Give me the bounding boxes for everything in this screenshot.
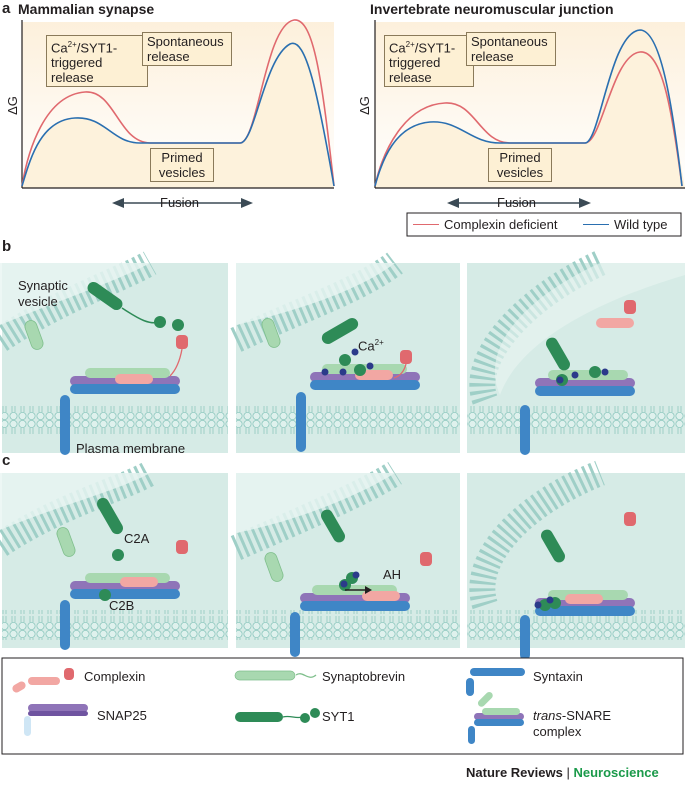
left-wildtype-fill xyxy=(22,40,334,189)
right-wildtype-curve xyxy=(374,29,683,187)
key-icons xyxy=(12,668,525,744)
legend-complexin-swatch xyxy=(413,224,439,225)
complexin-molecules xyxy=(169,300,636,566)
plasma-membranes xyxy=(2,405,685,640)
right-fusion-arrow-left xyxy=(447,198,459,208)
legend-wildtype-swatch xyxy=(583,224,609,225)
right-fusion-label: Fusion xyxy=(497,195,537,210)
panel-a-left-title: Mammalian synapse xyxy=(18,1,155,17)
synaptobrevin-tmds xyxy=(24,318,284,582)
ah-label: AH xyxy=(383,567,402,582)
key-box xyxy=(1,657,684,755)
right-wildtype-fill xyxy=(375,30,685,188)
panel-b-label: b xyxy=(2,238,12,255)
key-synaptobrevin-label: Synaptobrevin xyxy=(322,669,406,684)
key-syt1-label: SYT1 xyxy=(322,709,355,724)
left-fusion-label: Fusion xyxy=(160,195,200,210)
key-syntaxin-label: Syntaxin xyxy=(533,669,583,684)
footer-separator: | xyxy=(566,765,570,780)
c2b-label: C2B xyxy=(109,598,135,613)
key-snap25-label: SNAP25 xyxy=(97,708,147,723)
ca-label: Ca2+ xyxy=(358,338,384,354)
panel-c-label: c xyxy=(2,452,11,469)
panel-a-label: a xyxy=(2,0,11,17)
footer-subject: Neuroscience xyxy=(573,765,659,780)
left-fusion-arrow-left xyxy=(112,198,124,208)
calcium-ions xyxy=(321,348,609,609)
vesicle-lumen xyxy=(0,263,685,533)
key-complexin-label: Complexin xyxy=(84,669,146,684)
plasma-membrane-label: Plasma membrane xyxy=(76,441,186,456)
legend-box xyxy=(406,212,682,237)
right-callout-ca-release: Ca2+/SYT1- triggered release xyxy=(384,35,474,88)
footer-credit: Nature Reviews | Neuroscience xyxy=(466,765,659,780)
left-fusion-arrow-right xyxy=(241,198,253,208)
legend-complexin-label: Complexin deficient xyxy=(444,217,558,232)
c2a-label: C2A xyxy=(124,531,150,546)
footer-journal: Nature Reviews xyxy=(466,765,563,780)
legend-wildtype-label: Wild type xyxy=(614,217,668,232)
left-wildtype-curve xyxy=(21,42,335,187)
panel-a-right-title: Invertebrate neuromuscular junction xyxy=(370,1,614,17)
right-fusion-arrow-right xyxy=(579,198,591,208)
